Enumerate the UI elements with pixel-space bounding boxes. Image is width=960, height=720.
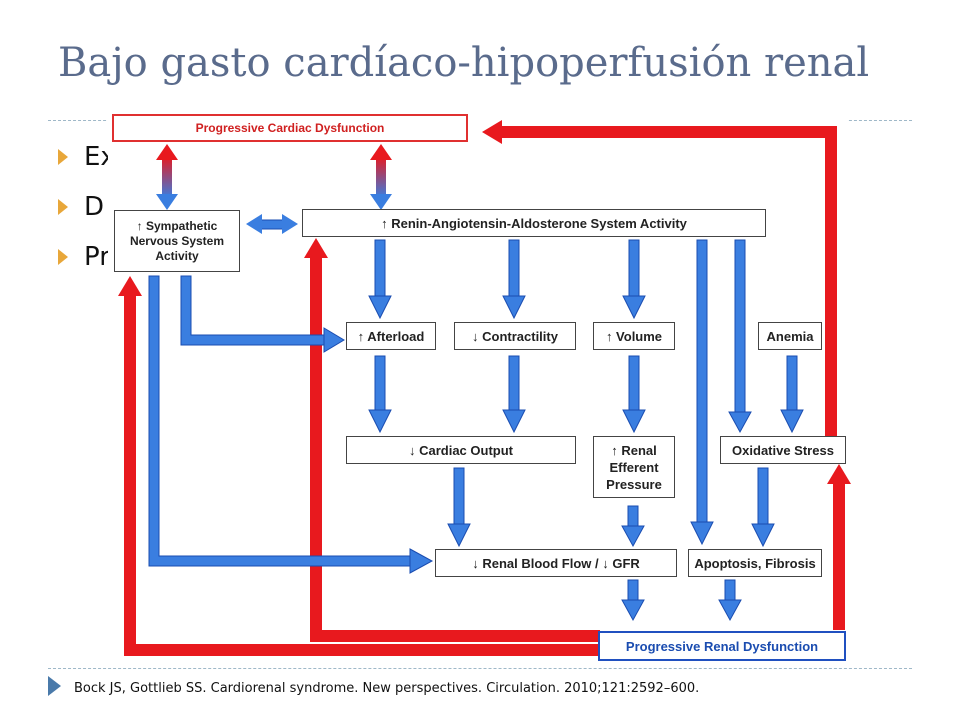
- anemia-box: Anemia: [758, 322, 822, 350]
- red-feedback-arrow-left: [124, 292, 600, 656]
- afterload-box: ↑ Afterload: [346, 322, 436, 350]
- blue-arrow-sympathetic-afterload: [180, 275, 345, 353]
- footer-divider: [48, 668, 912, 669]
- sympathetic-activity-box: ↑ Sympathetic Nervous System Activity: [114, 210, 240, 272]
- bullet-3-text: Pr: [84, 242, 110, 272]
- red-feedback-arrow-right: [500, 126, 837, 440]
- slide-title: Bajo gasto cardíaco-hipoperfusión renal: [58, 40, 870, 86]
- blue-arrow-efferent-renal-flow: [621, 505, 645, 548]
- bullet-3: Pr: [58, 242, 110, 272]
- blue-arrow-co-renal-flow: [447, 467, 471, 548]
- citation: Bock JS, Gottlieb SS. Cardiorenal syndro…: [74, 681, 700, 696]
- blue-arrow-raas-renal-flow: [690, 239, 714, 546]
- blue-arrow-raas-contractility: [502, 239, 526, 320]
- blue-arrow-anemia-oxidative: [780, 355, 804, 434]
- blue-arrow-apoptosis-progressive: [718, 579, 742, 622]
- blue-arrow-renal-flow-progressive: [621, 579, 645, 622]
- bullet-2-text: D: [84, 192, 105, 222]
- renal-efferent-pressure-box: ↑ Renal Efferent Pressure: [593, 436, 675, 498]
- blue-arrow-raas-afterload: [368, 239, 392, 320]
- bullet-marker-icon: [58, 149, 68, 165]
- blue-arrow-contractility-co: [502, 355, 526, 434]
- red-arrowhead: [482, 120, 502, 144]
- bullet-marker-icon: [58, 249, 68, 265]
- red-feedback-arrow-center: [310, 255, 600, 642]
- blue-arrow-volume-efferent: [622, 355, 646, 434]
- red-arrowhead: [827, 464, 851, 484]
- bullet-marker-icon: [58, 199, 68, 215]
- renal-blood-flow-box: ↓ Renal Blood Flow / ↓ GFR: [435, 549, 677, 577]
- blue-arrow-sympathetic-renal-flow: [148, 275, 434, 574]
- progressive-cardiac-dysfunction-box: Progressive Cardiac Dysfunction: [112, 114, 468, 142]
- blue-arrow-afterload-co: [368, 355, 392, 434]
- raas-activity-box: ↑ Renin-Angiotensin-Aldosterone System A…: [302, 209, 766, 237]
- cardiac-output-box: ↓ Cardiac Output: [346, 436, 576, 464]
- blue-arrow-raas-oxidative: [728, 239, 752, 434]
- bidir-arrow-cardiac-raas: [370, 144, 392, 210]
- bidir-arrow-cardiac-sympathetic: [156, 144, 178, 210]
- oxidative-stress-box: Oxidative Stress: [720, 436, 846, 464]
- blue-arrow-raas-volume: [622, 239, 646, 320]
- bullet-2: D: [58, 192, 104, 222]
- red-arrowhead: [304, 238, 328, 258]
- bidir-arrow-sympathetic-raas: [246, 214, 298, 234]
- red-arrowhead: [118, 276, 142, 296]
- citation-marker-icon: [48, 676, 61, 696]
- blue-arrow-oxidative-apoptosis: [751, 467, 775, 548]
- progressive-renal-dysfunction-box: Progressive Renal Dysfunction: [598, 631, 846, 661]
- contractility-box: ↓ Contractility: [454, 322, 576, 350]
- volume-box: ↑ Volume: [593, 322, 675, 350]
- apoptosis-fibrosis-box: Apoptosis, Fibrosis: [688, 549, 822, 577]
